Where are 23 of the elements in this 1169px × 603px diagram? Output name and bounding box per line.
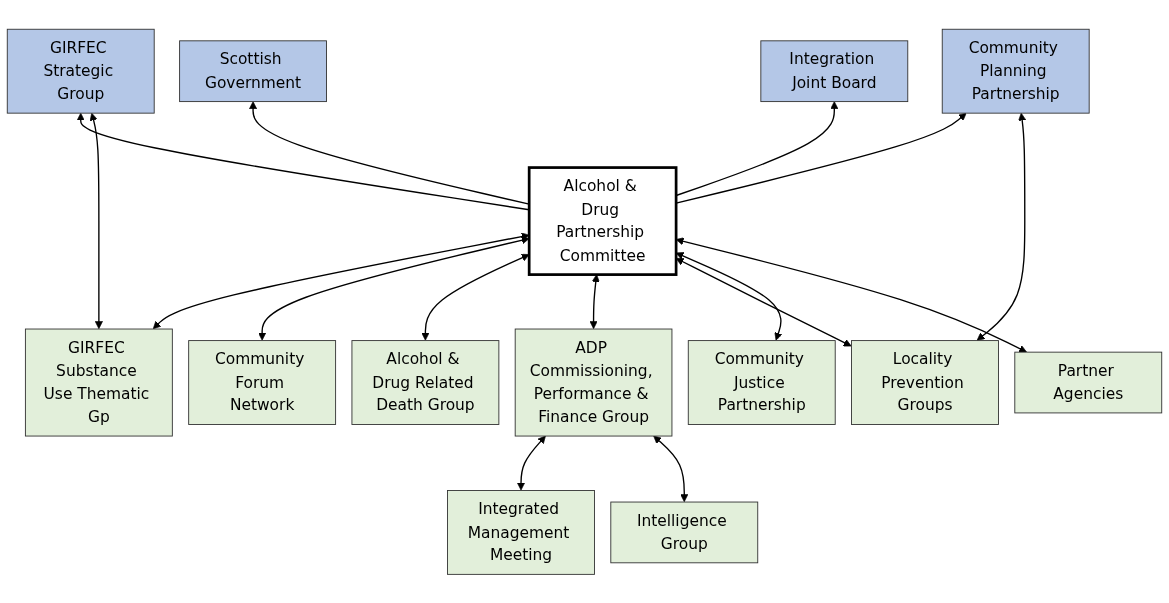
arrow <box>421 253 530 341</box>
arrow <box>152 232 530 329</box>
arrow <box>249 100 530 205</box>
node-box: GIRFEC Substance Use Thematic Gp <box>24 328 173 437</box>
arrow <box>517 435 546 491</box>
arrow <box>89 112 103 329</box>
arrow <box>76 112 530 211</box>
node-box: Community Justice Partnership <box>687 339 836 425</box>
node-box: Alcohol & Drug Related Death Group <box>351 339 500 425</box>
node-box: Community Forum Network <box>188 339 337 425</box>
node-box: ADP Commissioning, Performance & Finance Group <box>514 328 673 437</box>
node-box: Scottish Government <box>179 40 327 102</box>
arrow <box>653 435 689 502</box>
node-box: Locality Prevention Groups <box>851 339 999 425</box>
node-box: Integrated Management Meeting <box>447 489 595 575</box>
node-box: Partner Agencies <box>1014 351 1163 414</box>
arrow <box>258 235 530 341</box>
node-box: Integration Joint Board <box>760 40 909 102</box>
node-box: Intelligence Group <box>610 501 759 563</box>
arrow <box>976 112 1027 341</box>
node-box: Alcohol & Drug Partnership Committee <box>527 165 678 276</box>
node-box: Community Planning Partnership <box>941 28 1090 114</box>
node-box: GIRFEC Strategic Group <box>6 28 155 114</box>
